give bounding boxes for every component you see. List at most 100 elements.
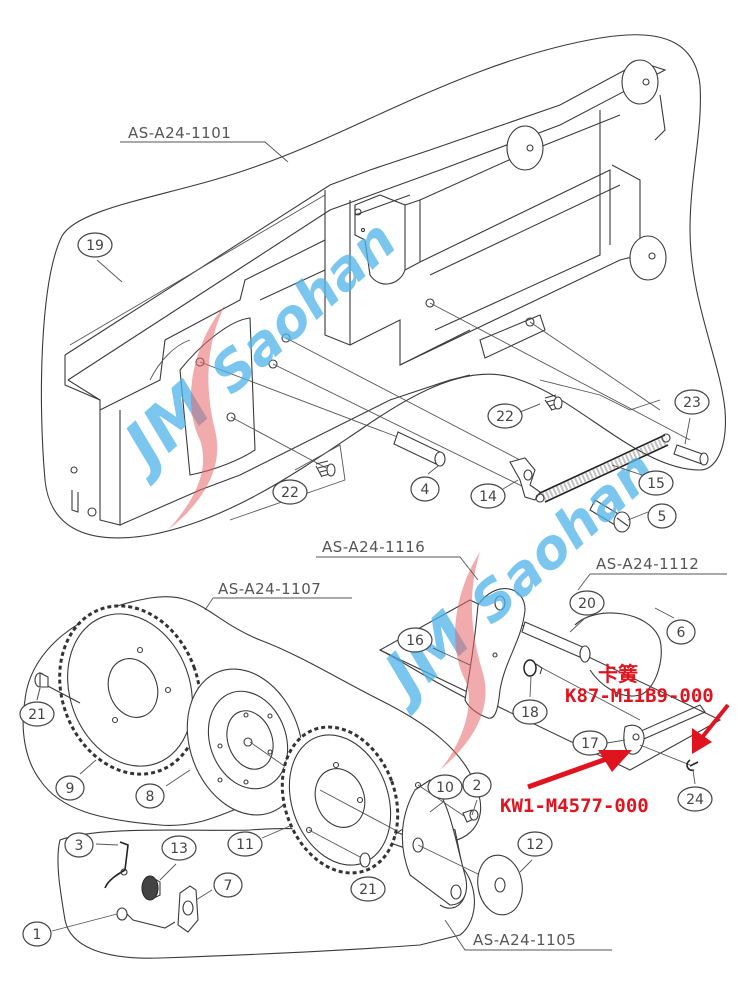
callout-number: 15 [647,476,665,492]
callout-leader [195,889,213,901]
callout-number: 16 [406,633,424,649]
callout-leader [165,769,191,787]
callout-21: 21 [36,687,386,902]
callout-number: 2 [473,778,482,794]
callout-oval [350,876,386,902]
callout-15: 15 [611,464,674,496]
callout-number: 18 [521,705,539,721]
assembly-label-1101: AS-A24-1101 [120,124,289,163]
callout-leader [159,863,177,881]
callout-17: 17 [572,730,626,756]
callout-oval [677,786,713,812]
red-annotations: 卡簧 K87-M11B9-000 KW1-M4577-000 [500,662,730,817]
pin-4 [393,431,446,467]
callout-oval [227,831,263,857]
callout-number: 13 [170,841,188,857]
callout-10: 10 [427,774,463,813]
callout-leader [611,464,643,476]
roller-bottom [629,235,667,281]
callout-number: 17 [581,736,599,752]
callout-oval [64,832,94,858]
callout-18: 18 [512,676,548,725]
watermark-swoosh-upper [168,305,225,530]
callout-oval [272,479,308,505]
callout-oval [161,835,197,861]
callout-leader [529,676,532,698]
callout-20: 20 [569,590,605,633]
callout-number: 5 [658,509,667,525]
callout-5: 5 [627,503,677,529]
screw-18 [523,659,641,721]
callout-number: 21 [28,707,46,723]
callout-9: 9 [55,759,97,801]
callout-oval [572,730,608,756]
sprocket-9 [58,604,202,776]
callout-number: 24 [686,792,704,808]
callout-23: 23 [674,389,710,445]
callout-oval [213,872,243,898]
assembly-label-1105: AS-A24-1105 [444,919,612,951]
callout-oval [470,483,506,509]
callout-oval [55,775,85,801]
callout-number: 23 [683,395,701,411]
callout-oval [674,389,710,415]
set-screw-22-lower [315,460,336,478]
callout-number: 6 [677,625,686,641]
screw-5 [589,499,631,533]
assembly-label-1107: AS-A24-1107 [204,580,352,611]
callout-16: 16 [397,627,471,666]
callout-oval [19,701,55,727]
pin-2 [462,809,479,823]
plate-10 [401,779,481,906]
svg-text:AS-A24-1105: AS-A24-1105 [473,931,576,949]
callout-oval [397,627,433,653]
shaft-20 [521,621,591,663]
callout-number: 19 [86,238,104,254]
callout-leader [569,617,586,633]
assembly-1107-outline [22,596,482,844]
callout-leader [471,799,478,816]
watermark-swoosh-lower [440,552,486,770]
callout-21: 21 [19,687,55,727]
callout-leader [96,259,123,283]
callout-number: 14 [479,489,497,505]
callout-4: 4 [410,465,440,502]
bracket-7 [177,885,199,933]
callout-number: 8 [146,789,155,805]
screw-21-left [34,672,81,704]
callout-24: 24 [677,769,713,812]
callout-leader [684,417,691,445]
callout-3: 3 [64,832,119,858]
plate-6 [574,612,662,697]
watermark-upper: JM Saohan [103,208,408,489]
roller-mid [506,125,544,171]
clip-24 [686,759,699,772]
frame-body [64,59,691,526]
spring-13 [141,875,161,901]
callout-6: 6 [654,607,696,645]
assembly-label-1112: AS-A24-1112 [577,555,727,591]
assembly-1112-outline [378,599,722,771]
callout-oval [638,470,674,496]
callout-1: 1 [22,913,118,947]
spring-15 [535,433,671,503]
callout-leader [502,479,519,490]
lever-14 [509,457,541,501]
callout-leader [95,843,119,846]
callout-number: 22 [496,409,514,425]
callout-number: 22 [281,485,299,501]
callout-number: 11 [236,837,254,853]
pin-23 [673,444,709,466]
callout-leader [654,607,675,619]
callout-number: 12 [526,837,544,853]
callout-leader [606,739,626,744]
callout-number: 3 [75,838,84,854]
callout-number: 1 [33,927,42,943]
callout-19: 19 [77,232,123,283]
callout-8: 8 [135,769,191,809]
callout-12: 12 [517,831,553,873]
set-screw-22-upper [544,394,563,411]
callout-leader [627,511,649,521]
callout-2: 2 [462,772,492,816]
